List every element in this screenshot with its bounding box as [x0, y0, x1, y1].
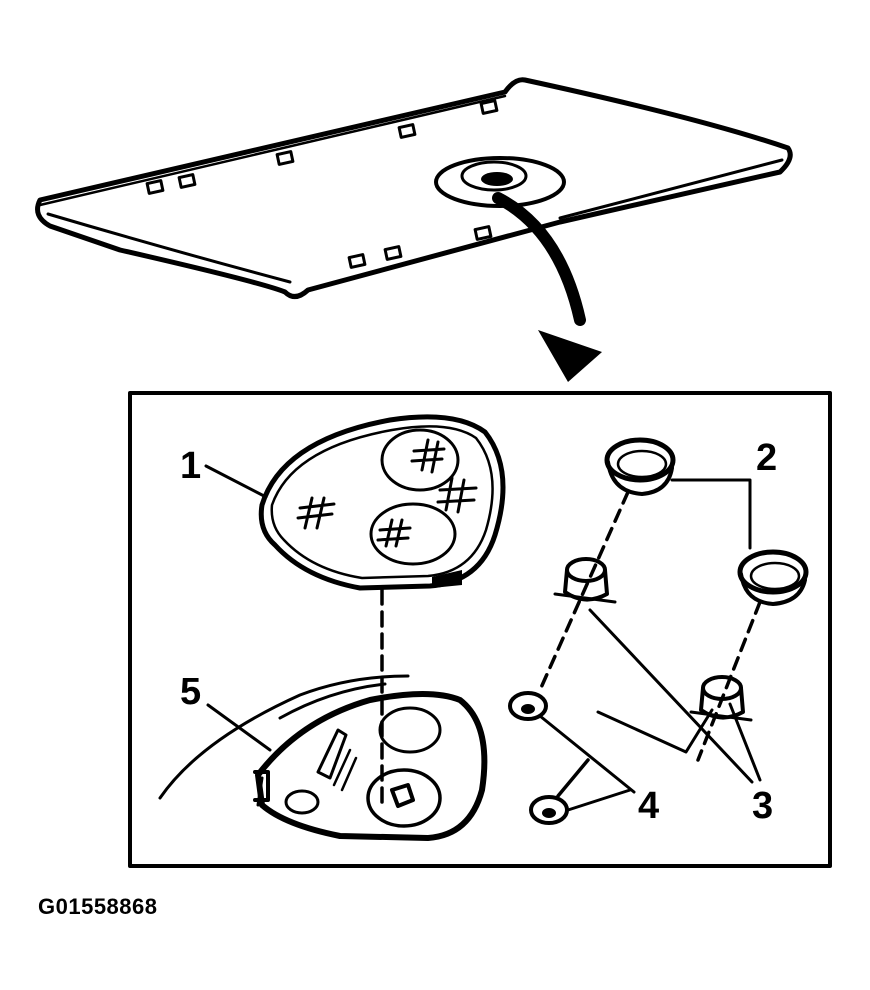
- figure-id: G01558868: [38, 894, 158, 919]
- dome-lamp-opening: [434, 156, 566, 208]
- callout-1: 1: [180, 445, 201, 487]
- nut-upper: [508, 691, 548, 721]
- nut-lower: [529, 795, 569, 825]
- detail-pointer-arrow: [492, 192, 602, 382]
- bushing-upper: [553, 557, 617, 604]
- grommet-lower: [737, 549, 809, 606]
- assembly-lines-fasteners: [538, 490, 762, 798]
- callout-5: 5: [180, 671, 201, 713]
- headliner-panel: [35, 77, 793, 299]
- callout-2: 2: [756, 437, 777, 479]
- callout-3: 3: [752, 785, 773, 827]
- headliner-clip-slots: [145, 99, 499, 269]
- leader-lines: [204, 464, 762, 812]
- callout-4: 4: [638, 785, 659, 827]
- dome-lamp-lens: [258, 414, 506, 591]
- detail-frame: [128, 391, 832, 868]
- grommet-upper: [604, 437, 676, 496]
- dome-lamp-housing: [158, 674, 488, 841]
